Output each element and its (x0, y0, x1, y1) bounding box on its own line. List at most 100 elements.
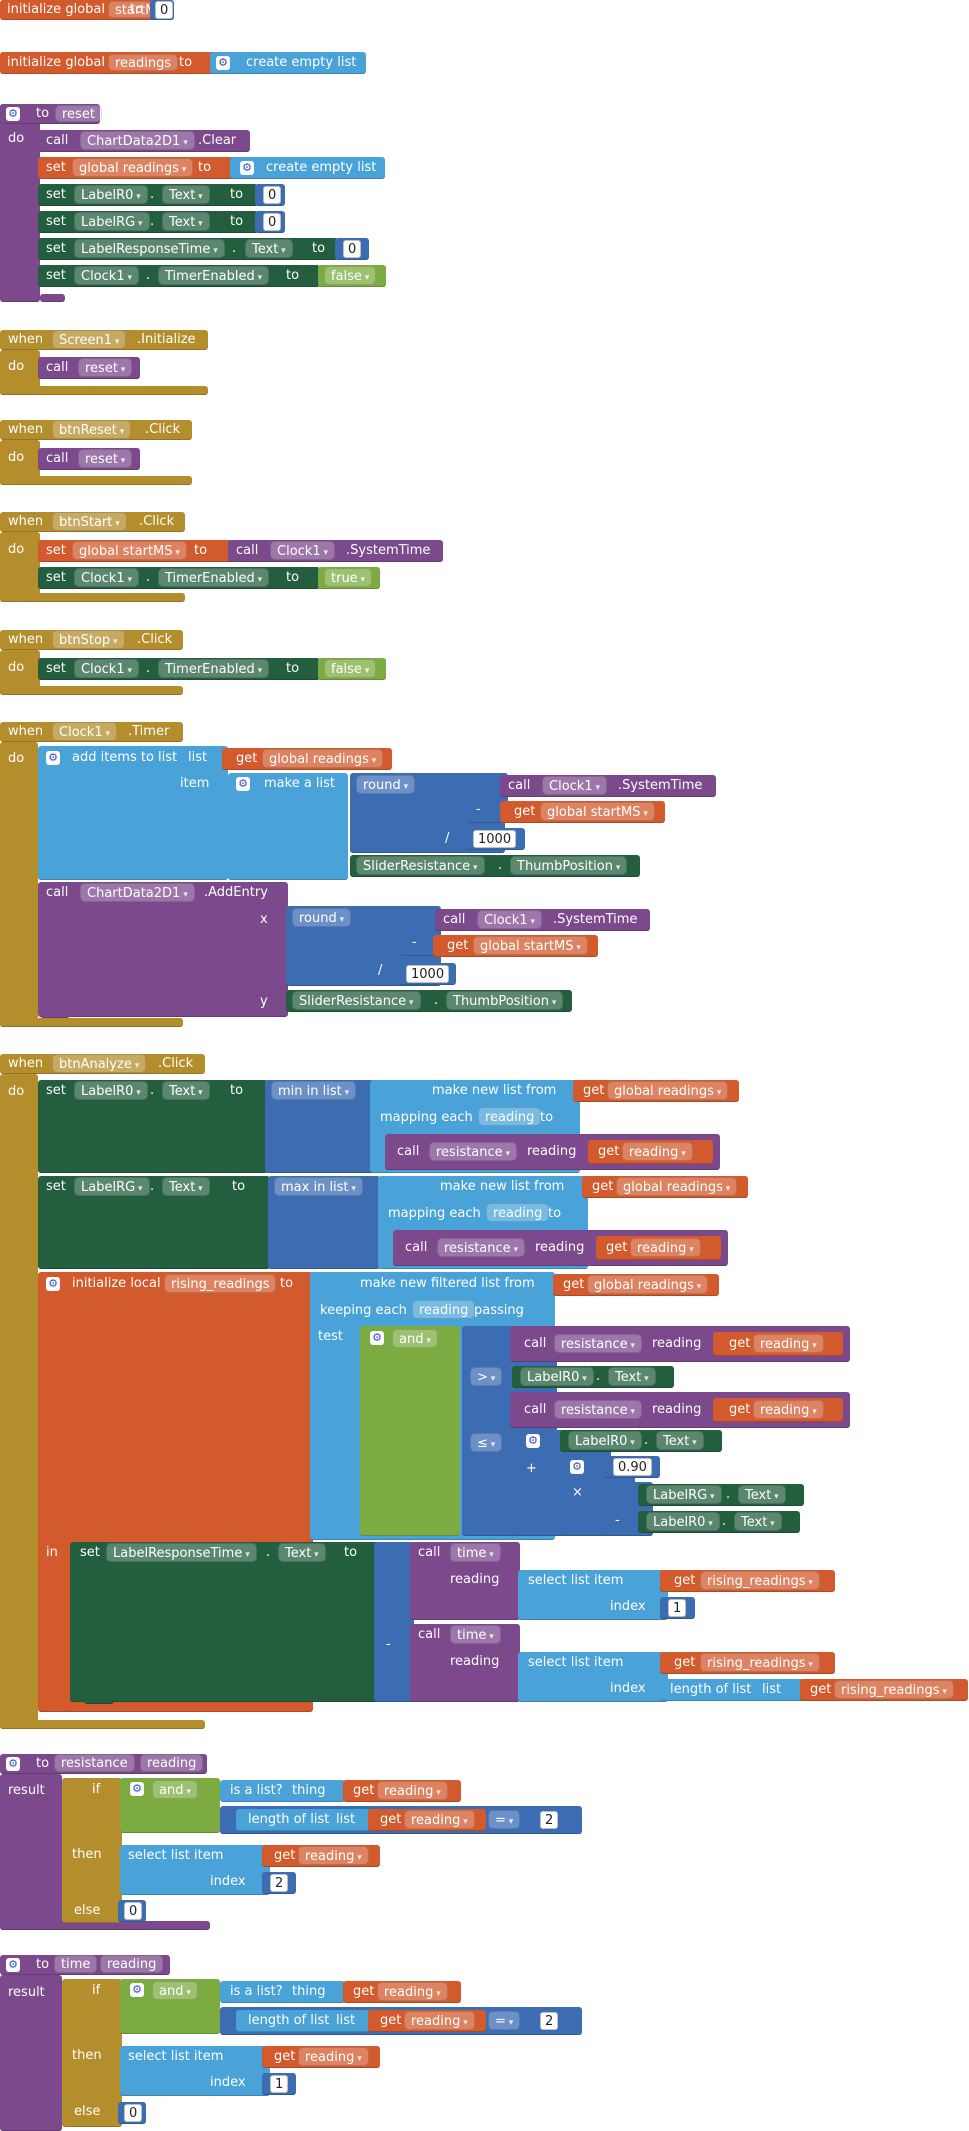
number-value[interactable]: 0 (263, 213, 282, 231)
number-block[interactable]: 1 (262, 2073, 296, 2095)
variable-dropdown[interactable]: global readings (587, 1275, 709, 1294)
get-reading-block[interactable]: get reading (368, 2010, 486, 2032)
number-block[interactable]: 0.90 (603, 1456, 660, 1478)
loop-variable[interactable]: reading (412, 1300, 476, 1319)
boolean-dropdown[interactable]: false (324, 659, 377, 678)
number-block[interactable]: 1 (660, 1597, 695, 1619)
get-reading-block[interactable]: get reading (596, 1236, 721, 1260)
variable-dropdown[interactable]: reading (377, 1982, 448, 2001)
set-clock-timerenabled-block[interactable]: set Clock1 . TimerEnabled to (38, 658, 320, 680)
gear-icon[interactable]: ⚙ (6, 107, 20, 121)
component-dropdown[interactable]: Clock1 (74, 266, 139, 285)
call-chart-clear-block[interactable]: call ChartData2D1 .Clear (38, 130, 250, 152)
gear-icon[interactable]: ⚙ (370, 1331, 384, 1345)
call-clock-systemtime-block[interactable]: call Clock1 .SystemTime (500, 775, 716, 797)
math-dropdown[interactable]: round (292, 908, 352, 927)
component-dropdown[interactable]: LabelR0 (74, 185, 148, 204)
compare-dropdown[interactable]: = (488, 2011, 521, 2030)
property-dropdown[interactable]: Text (608, 1367, 656, 1386)
labelrg-text-getter-block[interactable]: LabelRG . Text (638, 1484, 804, 1506)
gear-icon[interactable]: ⚙ (216, 56, 230, 70)
component-dropdown[interactable]: ChartData2D1 (80, 883, 195, 902)
parameter-name[interactable]: reading (100, 1955, 164, 1973)
component-dropdown[interactable]: SliderResistance (292, 991, 421, 1010)
variable-dropdown[interactable]: reading (753, 1334, 824, 1353)
length-of-list-block[interactable]: length of list list (236, 1809, 371, 1831)
logic-dropdown[interactable]: and (392, 1329, 438, 1348)
loop-variable[interactable]: reading (478, 1107, 542, 1126)
number-value[interactable]: 2 (540, 1811, 559, 1829)
component-dropdown[interactable]: Clock1 (542, 776, 607, 795)
component-dropdown[interactable]: Clock1 (477, 910, 542, 929)
number-value[interactable]: 0 (155, 1, 174, 19)
get-reading-block[interactable]: get reading (713, 1332, 843, 1356)
procedure-dropdown[interactable]: resistance (429, 1142, 518, 1161)
call-time-block[interactable]: call time reading (410, 1624, 520, 1702)
get-global-readings-block[interactable]: get global readings (553, 1274, 719, 1296)
procedure-header[interactable]: ⚙ to reset (0, 104, 102, 124)
call-reset-block[interactable]: call reset (38, 357, 140, 379)
set-labelresponsetime-text-block[interactable]: set LabelResponseTime . Text to (70, 1542, 380, 1702)
procedure-dropdown[interactable]: resistance (554, 1334, 643, 1353)
select-list-item-block[interactable]: select list item index (518, 1570, 668, 1620)
select-list-item-block[interactable]: select list item index (120, 1845, 270, 1895)
property-dropdown[interactable]: Text (734, 1512, 782, 1531)
number-block[interactable]: 0 (118, 2102, 146, 2124)
compare-dropdown[interactable]: = (488, 1810, 521, 1829)
call-clock-systemtime-block[interactable]: call Clock1 .SystemTime (435, 909, 650, 931)
number-block[interactable]: 1000 (465, 828, 525, 850)
labelr0-text-getter-block[interactable]: LabelR0 . Text (512, 1366, 674, 1388)
get-global-readings-block[interactable]: get global readings (222, 748, 392, 770)
property-dropdown[interactable]: ThumbPosition (510, 856, 628, 875)
procedure-dropdown[interactable]: reset (78, 449, 133, 468)
var-name-readings[interactable]: readings (108, 54, 179, 71)
variable-dropdown[interactable]: reading (298, 2047, 369, 2066)
variable-dropdown[interactable]: rising_readings (700, 1653, 820, 1672)
component-dropdown[interactable]: ChartData2D1 (80, 131, 195, 150)
and-block[interactable]: ⚙ and (120, 1778, 220, 1833)
number-value[interactable]: 2 (540, 2012, 559, 2030)
and-block[interactable]: ⚙ and (360, 1326, 460, 1536)
gear-icon[interactable]: ⚙ (6, 1757, 20, 1771)
gear-icon[interactable]: ⚙ (570, 1460, 584, 1474)
local-variable-name[interactable]: rising_readings (164, 1274, 277, 1293)
component-dropdown[interactable]: LabelRG (74, 1177, 150, 1196)
set-labelr0-text-block[interactable]: set LabelR0 . Text to (38, 184, 258, 206)
get-global-startms-block[interactable]: get global startMS (500, 801, 665, 823)
number-value[interactable]: 0 (263, 186, 282, 204)
number-value[interactable]: 0 (124, 1902, 143, 1920)
property-dropdown[interactable]: Text (656, 1431, 704, 1450)
gear-icon[interactable]: ⚙ (46, 1277, 60, 1291)
math-dropdown[interactable]: min in list (271, 1081, 357, 1100)
get-reading-block[interactable]: get reading (262, 1845, 380, 1867)
set-labelrg-text-block[interactable]: set LabelRG . Text to (38, 211, 258, 233)
if-then-else-block[interactable]: if then else (62, 1979, 122, 2127)
variable-dropdown[interactable]: rising_readings (834, 1680, 954, 1699)
max-in-list-block[interactable]: max in list (268, 1176, 380, 1269)
create-empty-list-block[interactable]: ⚙ create empty list (230, 157, 385, 179)
call-clock-systemtime-block[interactable]: call Clock1 .SystemTime (228, 540, 443, 562)
property-dropdown[interactable]: Text (162, 1081, 210, 1100)
variable-dropdown[interactable]: reading (298, 1846, 369, 1865)
variable-dropdown[interactable]: reading (630, 1238, 701, 1257)
get-reading-block[interactable]: get reading (713, 1398, 843, 1422)
variable-dropdown[interactable]: reading (753, 1400, 824, 1419)
procedure-resistance-block[interactable]: ⚙ to resistance reading (0, 1754, 207, 1774)
number-value[interactable]: 1 (270, 2075, 289, 2093)
procedure-time-block[interactable]: ⚙ to time reading (0, 1955, 170, 1975)
add-items-to-list-block[interactable]: ⚙ add items to list list item (38, 746, 228, 880)
component-dropdown[interactable]: SliderResistance (356, 856, 485, 875)
property-dropdown[interactable]: Text (738, 1485, 786, 1504)
property-dropdown[interactable]: Text (162, 1177, 210, 1196)
boolean-dropdown[interactable]: true (324, 568, 373, 587)
event-btnanalyze-click-block[interactable]: when btnAnalyze .Click (0, 1054, 205, 1074)
select-list-item-block[interactable]: select list item index (518, 1652, 668, 1702)
logic-dropdown[interactable]: and (152, 1780, 198, 1799)
set-labelresponsetime-text-block[interactable]: set LabelResponseTime . Text to (38, 238, 338, 260)
get-reading-block[interactable]: get reading (343, 1780, 461, 1802)
property-dropdown[interactable]: TimerEnabled (158, 659, 270, 678)
component-dropdown[interactable]: LabelResponseTime (106, 1543, 257, 1562)
procedure-reset-block[interactable] (0, 104, 40, 302)
event-screen-initialize-block[interactable]: when Screen1 .Initialize (0, 330, 208, 350)
